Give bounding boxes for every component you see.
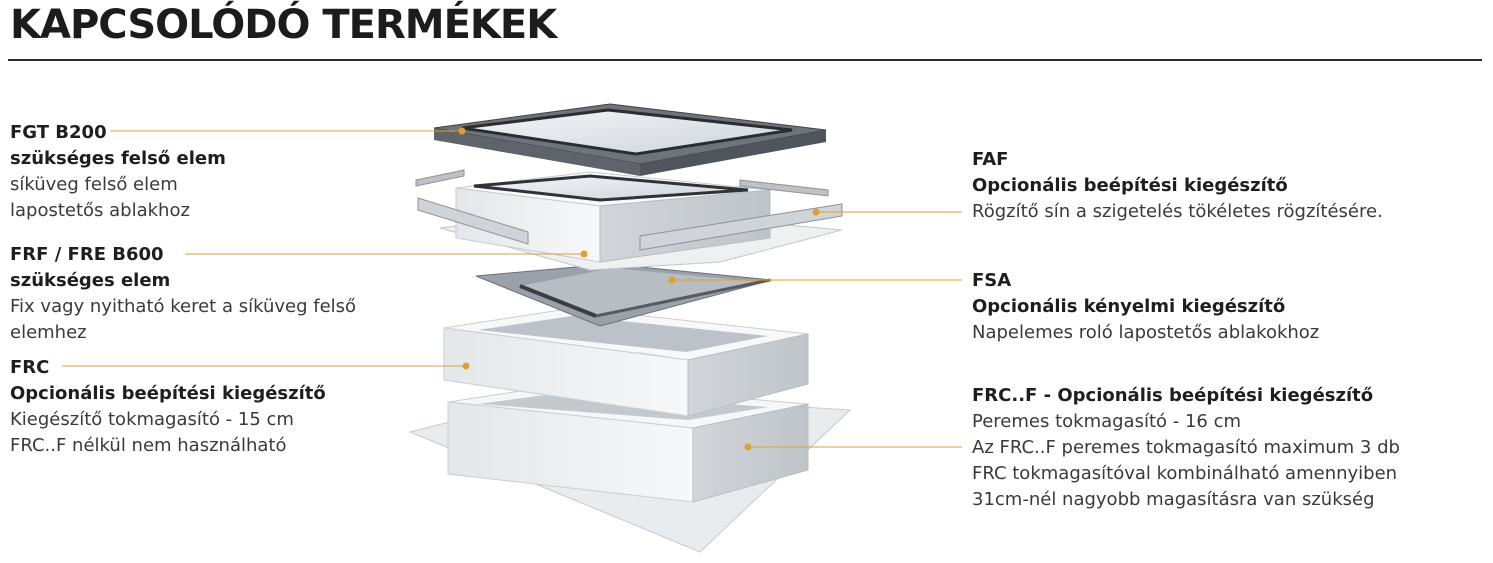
frc-f-flanged-curb (408, 383, 852, 553)
frc-curb-extension (443, 307, 809, 417)
product-code: FSA (972, 270, 1012, 291)
product-subtitle: Opcionális kényelmi kiegészítő (972, 296, 1286, 317)
product-description-line: Peremes tokmagasító - 16 cm (972, 411, 1242, 432)
product-description-line: Napelemes roló lapostetős ablakokhoz (972, 322, 1320, 343)
label-fgt-b200: FGT B200 szükséges felső elem síküveg fe… (10, 120, 226, 224)
product-description-line: 31cm-nél nagyobb magasításra van szükség (972, 489, 1375, 510)
leader-dot-frc (462, 362, 470, 370)
page-title: KAPCSOLÓDÓ TERMÉKEK (10, 2, 557, 48)
product-description-line: elemhez (10, 322, 87, 343)
product-description-line: Fix vagy nyitható keret a síküveg felső (10, 296, 357, 317)
leader-dot-frf (580, 250, 588, 258)
product-code: FRF / FRE B600 (10, 244, 164, 265)
product-code: FAF (972, 149, 1009, 170)
label-frf-fre-b600: FRF / FRE B600 szükséges elem Fix vagy n… (10, 242, 356, 346)
product-code: FRC (10, 357, 50, 378)
product-description-line: lapostetős ablakhoz (10, 200, 190, 221)
frf-fre-frame (415, 169, 843, 271)
product-subtitle: Opcionális beépítési kiegészítő (972, 175, 1288, 196)
product-code: FRC..F - Opcionális beépítési kiegészítő (972, 385, 1374, 406)
product-code: FGT B200 (10, 122, 107, 143)
leader-dot-frc-f (744, 443, 752, 451)
product-description-line: síküveg felső elem (10, 174, 178, 195)
faf-rail (639, 203, 843, 251)
label-faf: FAF Opcionális beépítési kiegészítő Rögz… (972, 147, 1383, 225)
product-description-line: Az FRC..F peremes tokmagasító maximum 3 … (972, 437, 1400, 458)
product-description-line: FRC..F nélkül nem használható (10, 435, 287, 456)
leader-dot-fsa (668, 276, 676, 284)
leader-dot-fgt (458, 127, 466, 135)
product-subtitle: szükséges felső elem (10, 148, 226, 169)
product-description-line: FRC tokmagasítóval kombinálható amennyib… (972, 463, 1398, 484)
label-frc: FRC Opcionális beépítési kiegészítő Kieg… (10, 355, 326, 459)
product-description-line: Rögzítő sín a szigetelés tökéletes rögzí… (972, 201, 1383, 222)
title-divider (8, 59, 1482, 61)
product-subtitle: Opcionális beépítési kiegészítő (10, 383, 326, 404)
label-fsa: FSA Opcionális kényelmi kiegészítő Napel… (972, 268, 1319, 346)
label-frc-f: FRC..F - Opcionális beépítési kiegészítő… (972, 383, 1400, 513)
product-subtitle: szükséges elem (10, 270, 171, 291)
leader-dot-faf (812, 208, 820, 216)
fgt-b200-glass-top (433, 103, 827, 176)
product-exploded-illustration (408, 103, 852, 553)
product-description-line: Kiegészítő tokmagasító - 15 cm (10, 409, 294, 430)
